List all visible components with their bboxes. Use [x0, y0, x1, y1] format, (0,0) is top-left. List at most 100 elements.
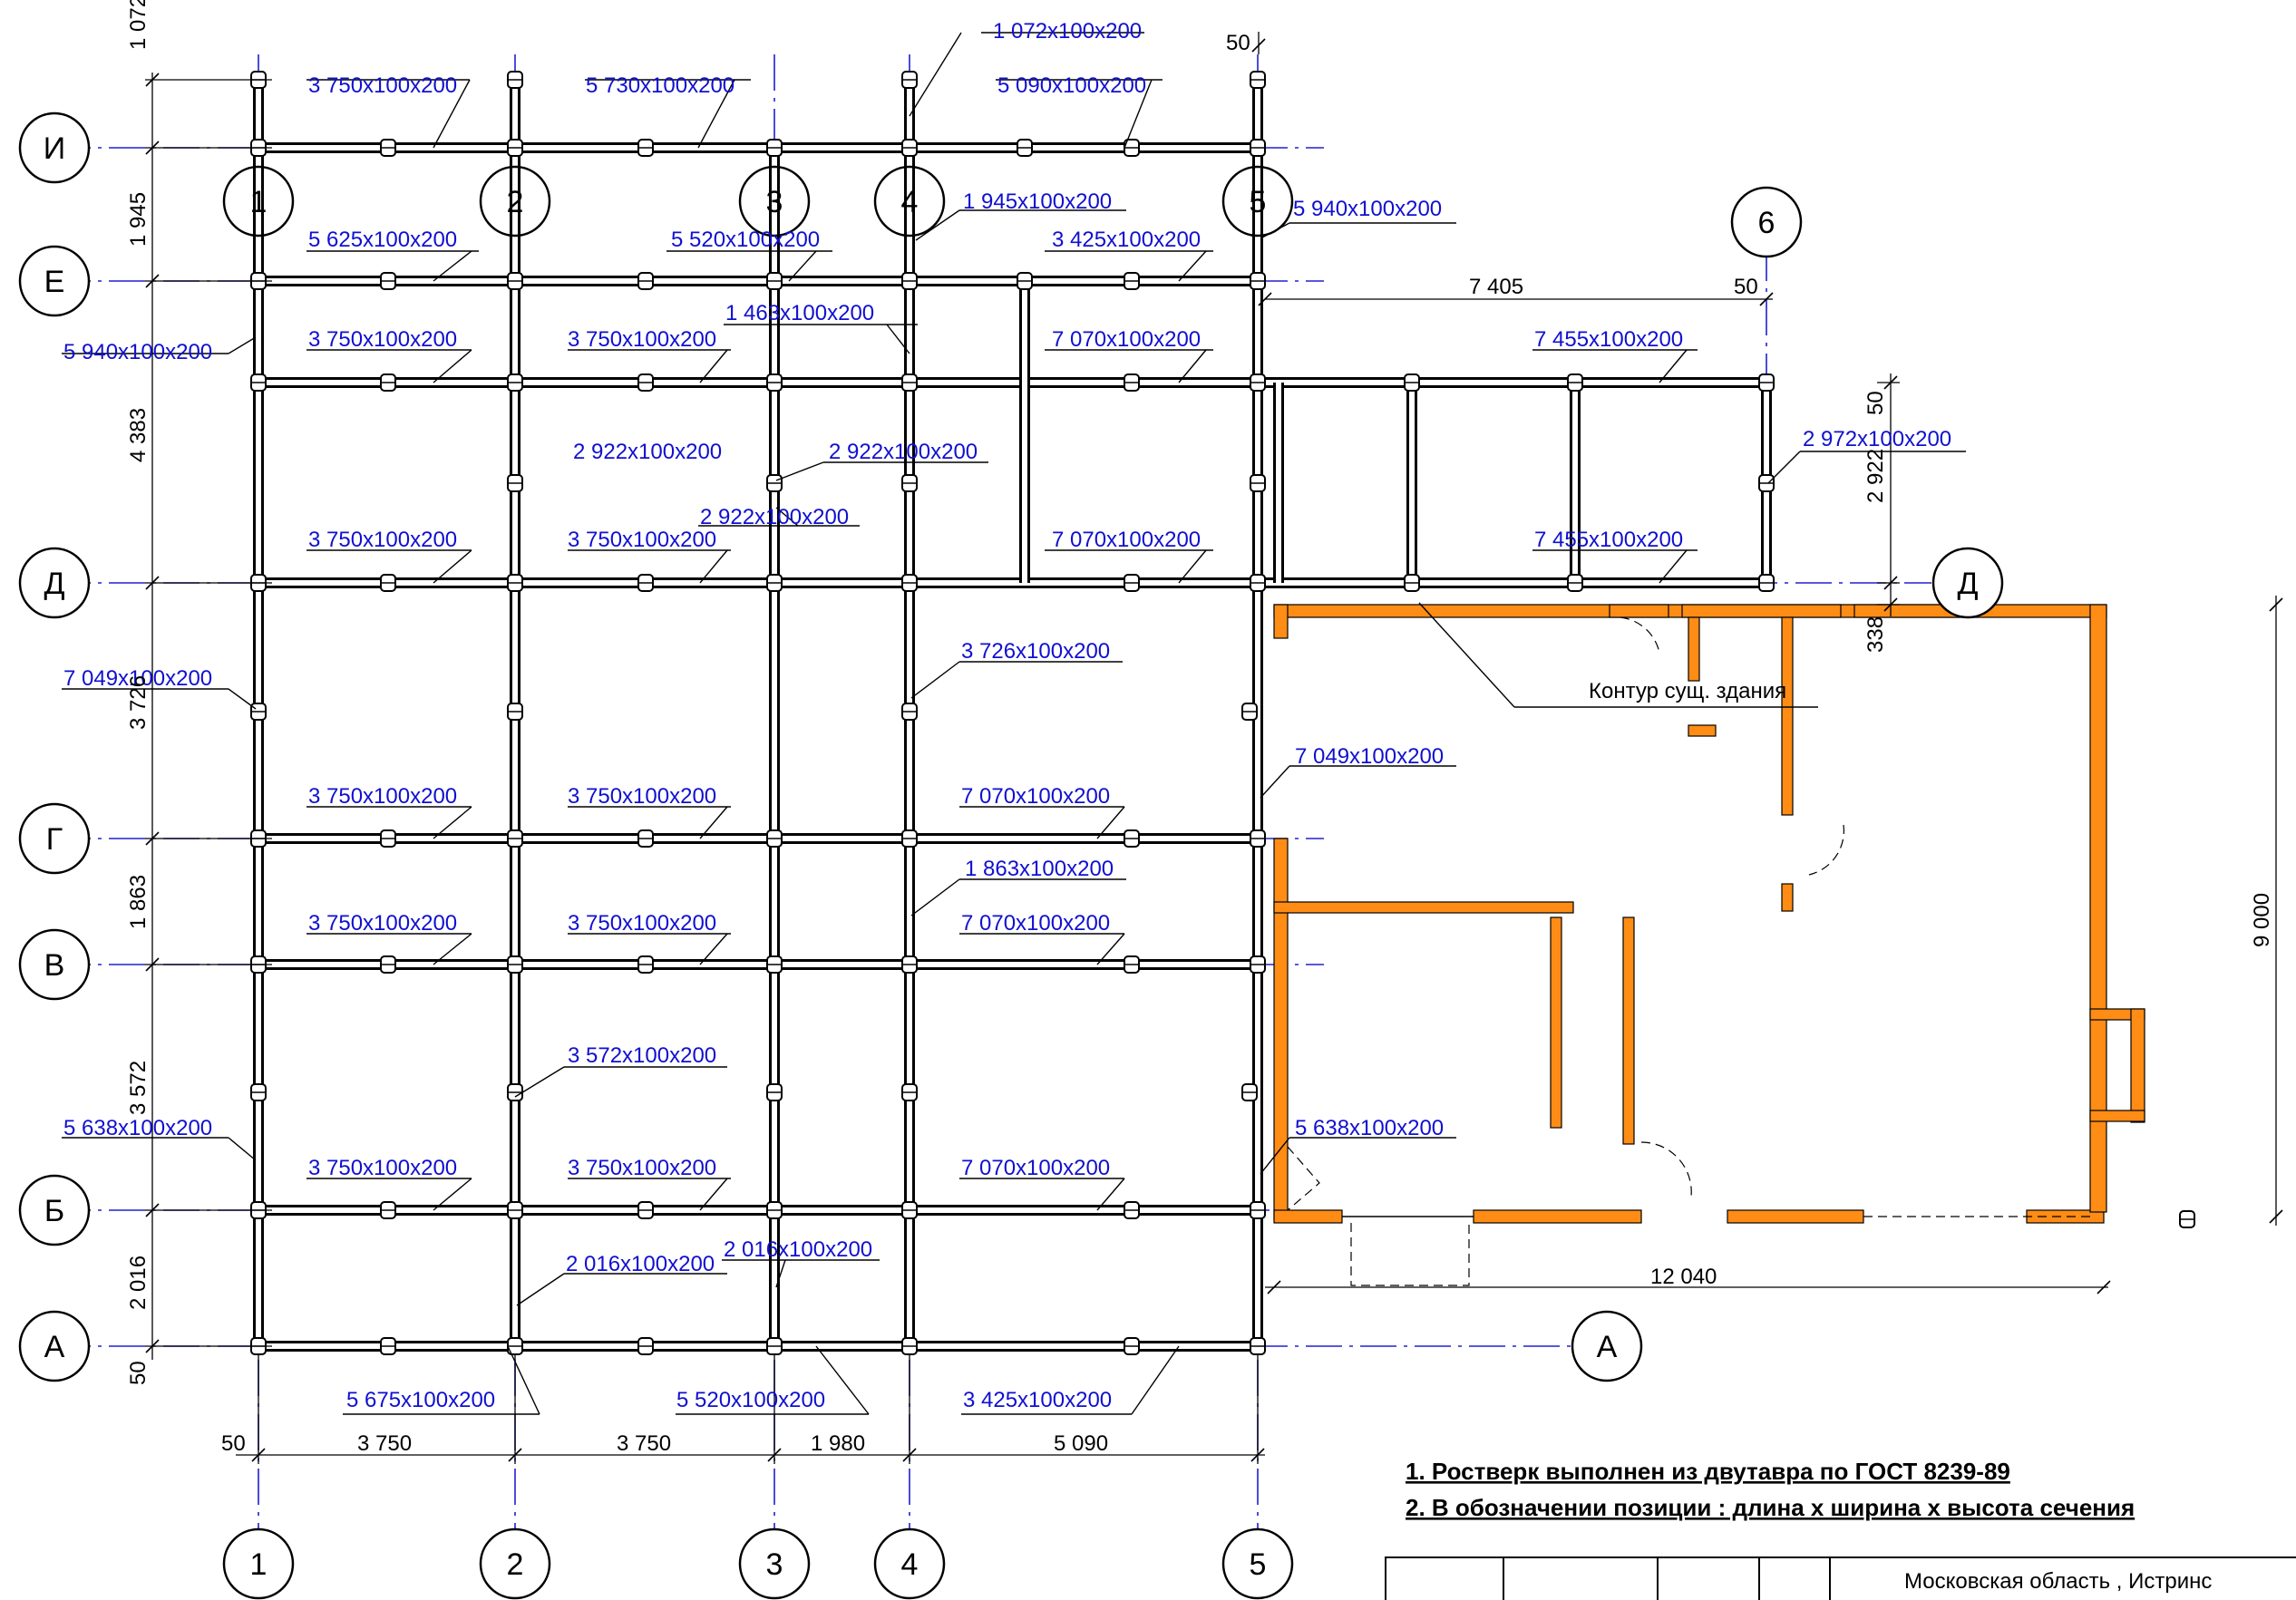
leader-line	[433, 933, 472, 965]
leader-line	[1659, 349, 1688, 383]
leader-line	[910, 878, 960, 916]
beam-size-label: 5 940x100x200	[1293, 197, 1442, 221]
leader-line	[775, 461, 824, 481]
dimension-value: 3 572	[126, 1061, 151, 1115]
axis-bubble-label: 5	[1250, 1547, 1267, 1582]
axis-bubble	[1221, 1527, 1294, 1600]
leader-line	[228, 336, 257, 354]
leader-line	[516, 1273, 565, 1306]
existing-wall	[1473, 1209, 1642, 1224]
axis-bubble-label: И	[44, 131, 65, 166]
axis-bubble-label: Г	[46, 822, 63, 857]
dimension-tick	[2269, 597, 2283, 612]
beam-size-label: 2 922x100x200	[829, 440, 978, 464]
title-block: Московская область , Истринс	[1385, 1556, 2296, 1600]
label-leaders	[62, 32, 1966, 1415]
axis-bubble-label: 4	[901, 185, 919, 219]
title-block-location: Московская область , Истринс	[1904, 1569, 2212, 1594]
beam-size-label: 2 016x100x200	[724, 1237, 872, 1262]
beam-size-label: 2 016x100x200	[566, 1252, 715, 1276]
leader-line	[775, 507, 799, 527]
leader-line	[815, 1345, 870, 1415]
leader-line	[514, 1066, 565, 1098]
existing-wall	[1273, 604, 1289, 639]
beam-size-label: 5 638x100x200	[1295, 1116, 1444, 1140]
leader-line	[699, 806, 728, 839]
axis-bubble	[18, 1310, 91, 1382]
axis-bubble	[18, 245, 91, 317]
leader-line	[228, 1137, 257, 1161]
beam-size-label: 5 675x100x200	[346, 1388, 495, 1412]
beam-size-label: 1 463x100x200	[725, 301, 874, 325]
dimension-value: 50	[1226, 31, 1250, 55]
existing-wall	[1550, 916, 1562, 1129]
axis-bubble-label: А	[44, 1330, 65, 1364]
axis-bubble-label: Б	[44, 1194, 64, 1228]
dimension-value: 50	[126, 1361, 151, 1385]
existing-building-leader	[1418, 602, 1515, 708]
leader-line	[507, 1345, 540, 1415]
leader-line	[1178, 349, 1207, 383]
beam-size-label: 5 520x100x200	[671, 228, 820, 252]
leader-line	[886, 324, 910, 354]
beam-size-label: 5 520x100x200	[676, 1388, 825, 1412]
leader-line	[1260, 765, 1290, 799]
dimension-value: 5 090	[1054, 1431, 1108, 1456]
dimension-tick	[1267, 1280, 1281, 1295]
existing-wall	[1781, 883, 1794, 912]
dimension-value: 50	[1734, 275, 1758, 299]
dimension-tick	[1759, 292, 1774, 306]
axis-bubble-label: Д	[1957, 567, 1978, 601]
beam-size-label: 3 726x100x200	[961, 639, 1110, 664]
existing-wall	[2089, 604, 2107, 1213]
beam-size-label: 7 070x100x200	[961, 911, 1110, 936]
leader-line	[915, 209, 960, 241]
leader-line	[1096, 1178, 1125, 1211]
dimension-tick	[2097, 1280, 2111, 1295]
beam-size-label: 3 750x100x200	[568, 327, 716, 352]
leader-line	[1260, 1137, 1290, 1175]
leader-line	[433, 349, 472, 383]
leader-line	[699, 933, 728, 965]
existing-wall	[2130, 1008, 2145, 1123]
beam-size-label: 7 049x100x200	[63, 666, 212, 691]
beam-size-label: 3 425x100x200	[1052, 228, 1201, 252]
existing-wall	[1688, 616, 1700, 682]
existing-wall	[2089, 1110, 2145, 1122]
beam-size-label: 3 750x100x200	[308, 911, 457, 936]
leader-line	[699, 549, 728, 584]
leader-line	[433, 79, 471, 149]
dimension-value: 1 072	[126, 0, 151, 50]
dimension-value: 3 726	[126, 675, 151, 730]
axis-bubble	[479, 165, 551, 238]
axis-bubble	[18, 928, 91, 1001]
existing-wall	[1727, 1209, 1864, 1224]
beam-size-label: 2 922x100x200	[700, 505, 849, 529]
leader-line	[788, 250, 817, 282]
beam-size-label: 7 070x100x200	[1052, 528, 1201, 552]
existing-building-label: Контур сущ. здания	[1589, 679, 1786, 703]
axis-bubble	[18, 1174, 91, 1246]
axis-bubble	[18, 547, 91, 619]
beam-size-label: 3 572x100x200	[568, 1043, 716, 1068]
leader-line	[1178, 549, 1207, 584]
axis-bubble	[18, 112, 91, 184]
dimension-tick	[1251, 38, 1266, 53]
dimension-value: 2 922	[1863, 449, 1888, 503]
dimension-tick	[2269, 1209, 2283, 1224]
beam-size-label: 3 750x100x200	[308, 528, 457, 552]
beam-size-label: 2 972x100x200	[1803, 427, 1951, 451]
axis-bubble-label: 3	[766, 185, 783, 219]
dimension-value: 1 945	[126, 192, 151, 247]
existing-wall	[1622, 916, 1635, 1145]
axis-bubble-label: А	[1597, 1330, 1618, 1364]
dimension-value: 1 863	[126, 875, 151, 929]
dimension-tick	[1258, 292, 1272, 306]
leader-line	[775, 1259, 786, 1288]
door-swing	[1640, 1141, 1692, 1198]
leader-line	[1659, 549, 1688, 584]
leader-line	[697, 79, 735, 149]
axis-bubble	[873, 165, 946, 238]
